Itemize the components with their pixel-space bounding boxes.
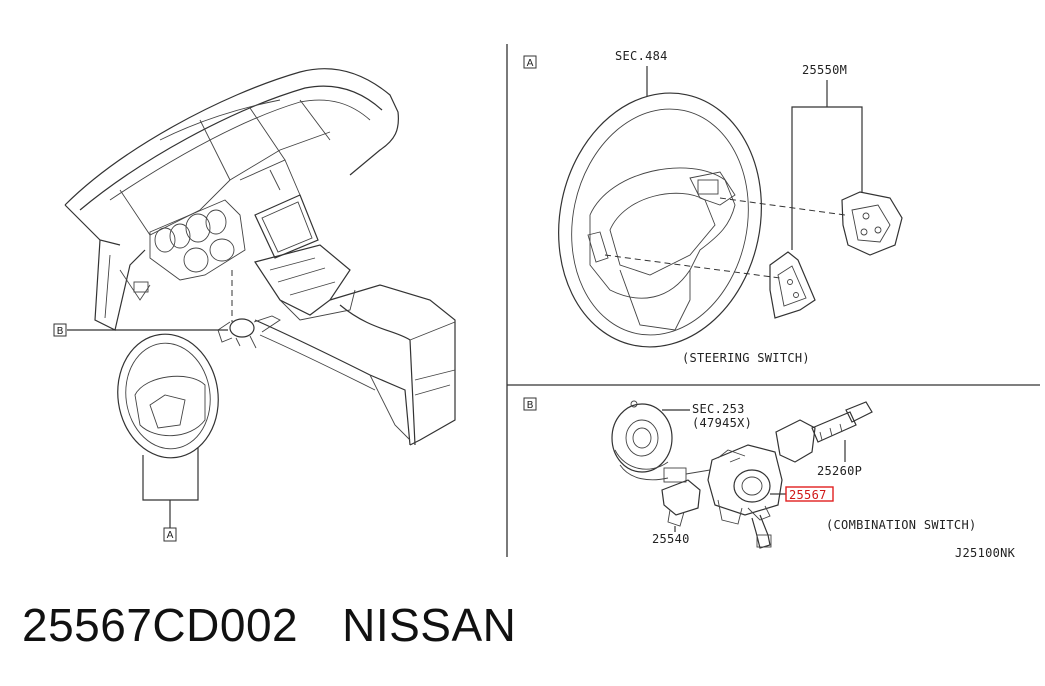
part-47945x-label: (47945X) bbox=[692, 416, 752, 430]
combination-switch bbox=[707, 444, 783, 549]
left-callout-b: B bbox=[53, 323, 67, 337]
sec484-label: SEC.484 bbox=[615, 49, 668, 63]
part-25260p-label: 25260P bbox=[817, 464, 862, 478]
left-callout-a: A bbox=[163, 527, 177, 542]
steering-wheel bbox=[558, 92, 762, 348]
steering-switch-right bbox=[841, 191, 903, 256]
switch-25540 bbox=[661, 479, 701, 527]
section-a-box-label: A bbox=[527, 58, 534, 69]
panel-dividers bbox=[506, 44, 1040, 557]
sec253-label: SEC.253 bbox=[692, 402, 745, 416]
part-25567-label: 25567 bbox=[789, 488, 827, 502]
part-number: 25567CD002 bbox=[22, 599, 299, 651]
section-a: A bbox=[523, 49, 903, 365]
steering-switch-caption: (STEERING SWITCH) bbox=[682, 351, 810, 365]
highlighted-part-25567: 25567 bbox=[770, 486, 834, 502]
part-25540-label: 25540 bbox=[652, 532, 690, 546]
left-a-box-label: A bbox=[167, 530, 174, 541]
spiral-cable bbox=[611, 400, 673, 473]
left-steering-wheel-sketch bbox=[117, 333, 219, 528]
steering-switch-left bbox=[769, 251, 816, 319]
left-combination-switch-sketch bbox=[217, 315, 281, 349]
wiper-switch-25260p bbox=[775, 401, 873, 463]
combination-switch-caption: (COMBINATION SWITCH) bbox=[826, 518, 977, 532]
part-25550m-label: 25550M bbox=[802, 63, 847, 77]
diagram-code-label: J25100NK bbox=[955, 546, 1016, 560]
footer: 25567CD002 NISSAN bbox=[22, 598, 516, 652]
brand-name: NISSAN bbox=[342, 599, 517, 651]
dashboard-illustration bbox=[64, 68, 456, 446]
section-b: B bbox=[523, 397, 1016, 560]
left-b-box-label: B bbox=[57, 326, 64, 337]
section-b-box-label: B bbox=[527, 400, 534, 411]
